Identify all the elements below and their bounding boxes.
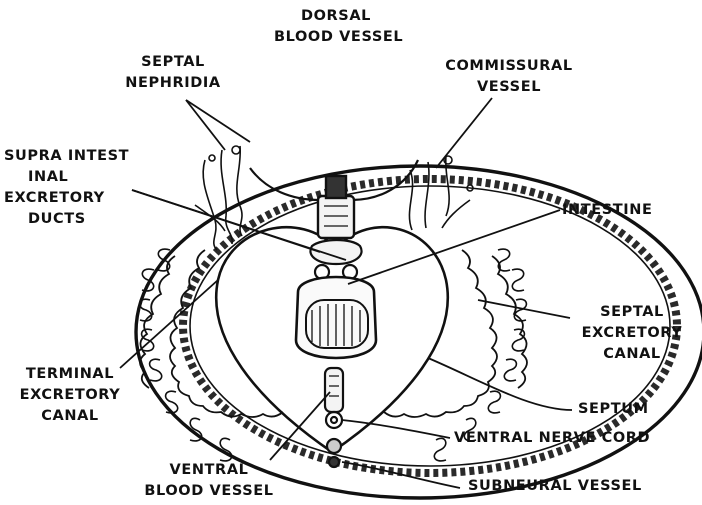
label-line: VENTRAL [142,460,276,481]
label-line: BLOOD VESSEL [142,481,276,502]
ventral-nerve-cord [326,412,342,428]
label-septal-excretory-canal: SEPTAL EXCRETORY CANAL [570,302,694,365]
label-line: EXCRETORY [4,188,144,209]
label-septal-nephridia: SEPTAL NEPHRIDIA [116,52,230,94]
leader-septal-nephridia-a [186,100,225,150]
label-line: COMMISSURAL [444,56,574,77]
label-line: CANAL [10,406,130,427]
label-septum: SEPTUM [578,399,668,420]
label-line: BLOOD VESSEL [274,27,398,48]
label-commissural-vessel: COMMISSURAL VESSEL [444,56,574,98]
leader-intestine [348,210,560,284]
leader-septal-nephridia-b [186,100,250,142]
label-line: INAL [4,167,144,188]
label-line: INTESTINE [562,200,672,221]
label-ventral-blood-vessel: VENTRAL BLOOD VESSEL [142,460,276,502]
label-supra-intestinal-excretory-ducts: SUPRA INTEST INAL EXCRETORY DUCTS [4,146,144,230]
ventral-blood-vessel [325,368,343,412]
label-line: SUBNEURAL VESSEL [468,476,688,497]
label-line: DORSAL [274,6,398,27]
intestine [296,277,376,358]
label-line: SEPTUM [578,399,668,420]
label-line: SEPTAL [116,52,230,73]
label-ventral-nerve-cord: VENTRAL NERVE CORD [454,428,698,449]
label-line: SEPTAL [570,302,694,323]
label-line: EXCRETORY [10,385,130,406]
label-line: DUCTS [4,209,144,230]
leader-ventral-nerve-cord [342,420,450,438]
label-line: SUPRA INTEST [4,146,144,167]
leader-septum [428,358,572,410]
label-subneural-vessel: SUBNEURAL VESSEL [468,476,688,497]
dorsal-blood-vessel [318,176,354,238]
label-dorsal-blood-vessel: DORSAL BLOOD VESSEL [274,6,398,48]
supra-intestinal-ducts [310,240,361,279]
leader-ventral-blood-vessel [270,392,330,460]
label-line: CANAL [570,344,694,365]
label-line: TERMINAL [10,364,130,385]
label-terminal-excretory-canal: TERMINAL EXCRETORY CANAL [10,364,130,427]
label-intestine: INTESTINE [562,200,672,221]
label-line: VESSEL [444,77,574,98]
label-line: EXCRETORY [570,323,694,344]
label-line: VENTRAL NERVE CORD [454,428,698,449]
leader-commissural [436,98,492,168]
label-line: NEPHRIDIA [116,73,230,94]
